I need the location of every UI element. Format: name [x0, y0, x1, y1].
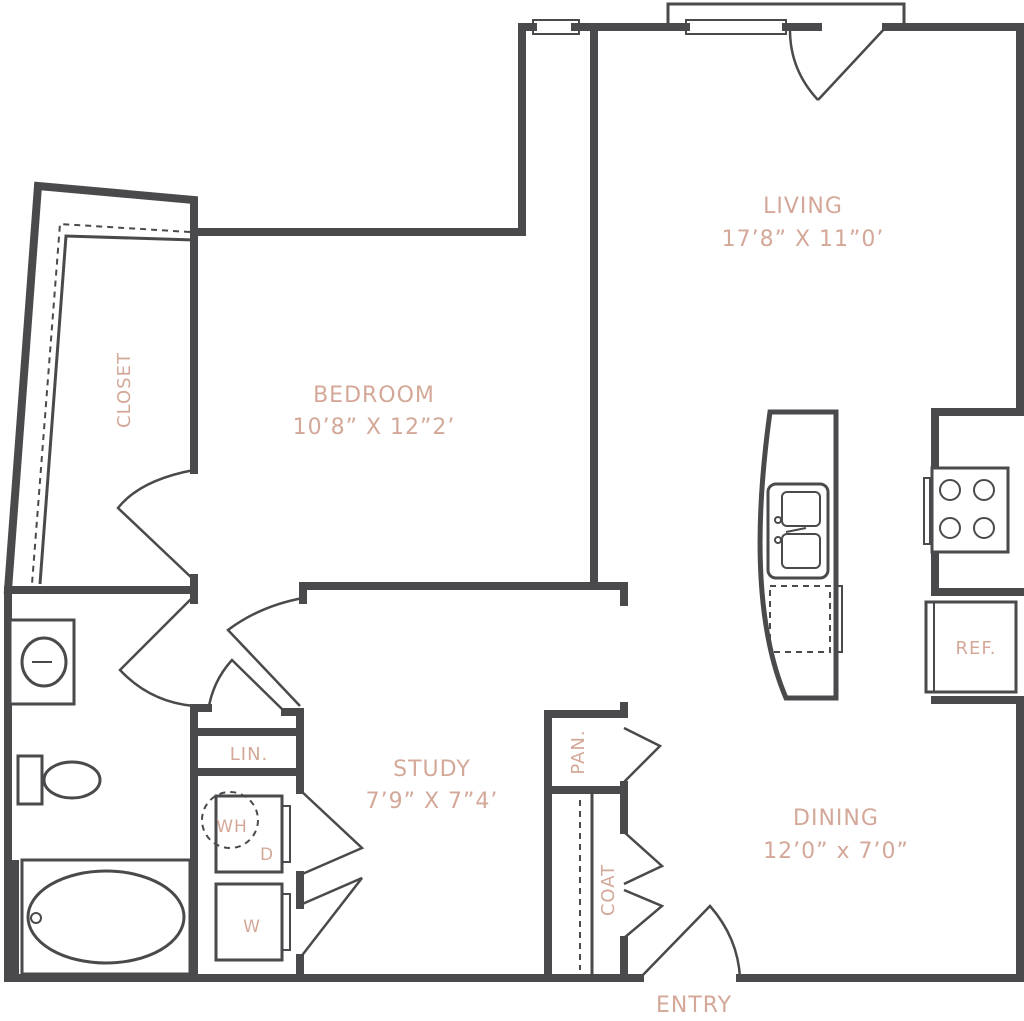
- dryer-label: D: [260, 845, 274, 865]
- windows: [532, 2, 906, 35]
- dining-name: DINING: [793, 806, 879, 831]
- living-room-size: 17’8” X 11”0’: [722, 227, 885, 252]
- linen-label: LIN.: [230, 744, 269, 765]
- toilet-tank-icon: [16, 754, 44, 806]
- dishwasher: [769, 585, 831, 653]
- burner-icon: [939, 479, 961, 501]
- bathtub-basin-icon: [26, 869, 186, 965]
- kitchen-island: [757, 409, 839, 701]
- closet-label: CLOSET: [114, 352, 135, 428]
- coat-label: COAT: [598, 864, 619, 916]
- coat-door-1: [623, 831, 665, 886]
- linen-door: [206, 658, 286, 713]
- pantry-label: PAN.: [568, 729, 589, 774]
- laundry-door-1: [299, 789, 365, 877]
- entry-label: ENTRY: [656, 993, 732, 1018]
- study-name: STUDY: [393, 757, 471, 782]
- range: [930, 466, 1010, 554]
- washer: [214, 882, 284, 962]
- study-size: 7’9” X 7”4’: [366, 789, 499, 814]
- dining-size: 12’0” x 7’0”: [763, 839, 909, 864]
- closet-door: [116, 468, 195, 581]
- bathroom-door: [118, 595, 195, 708]
- laundry-door-2: [299, 876, 363, 959]
- toilet-bowl-icon: [42, 760, 102, 800]
- labels: LIVING 17’8” X 11”0’ BEDROOM 10’8” X 12”…: [114, 194, 996, 1018]
- refrigerator: [924, 600, 1018, 694]
- living-bay-window: [666, 2, 906, 26]
- study-door: [226, 596, 304, 707]
- pantry-door: [623, 726, 663, 783]
- refrigerator-label: REF.: [955, 638, 996, 659]
- walls: [3, 23, 1024, 982]
- doors: [116, 26, 887, 979]
- water-heater-icon: [201, 791, 259, 849]
- coat-door-2: [623, 888, 665, 939]
- fixtures: [8, 409, 1018, 976]
- bedroom-size: 10’8” X 12”2’: [293, 415, 456, 440]
- water-heater-label: WH: [216, 817, 248, 837]
- balcony-door: [817, 26, 887, 101]
- washer-label: W: [243, 917, 261, 937]
- bedroom-name: BEDROOM: [313, 383, 435, 408]
- entry-door: [639, 904, 742, 979]
- living-window: [685, 19, 787, 35]
- living-room-name: LIVING: [763, 194, 843, 219]
